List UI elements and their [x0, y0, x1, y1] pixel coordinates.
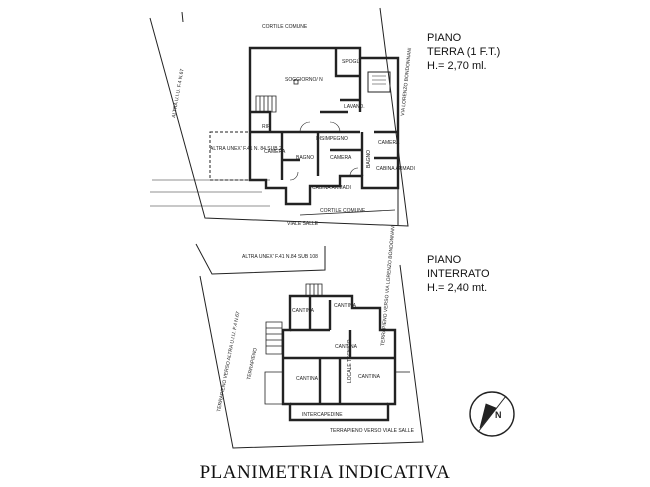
gf-label-rip: RIP.: [262, 124, 271, 130]
gf-label-bedroom-right: CAMERA: [378, 140, 400, 146]
bs-label-technical: LOCALE TECNICO: [347, 339, 353, 383]
bs-stair: [265, 283, 323, 355]
bs-label-earth-left2: TERRAPIENO VERSO ALTRA U.I.U. F.4 N.67: [216, 311, 241, 413]
bs-label-cantina-main: CANTINA: [335, 344, 358, 350]
footer-title: PLANIMETRIA INDICATIVA: [199, 462, 451, 483]
compass-letter: N: [495, 410, 502, 420]
bs-label-cantina-right: CANTINA: [358, 374, 381, 380]
gf-label-other-unit: ALTRA UNEX' F.41 N. 84 SUB.2: [210, 146, 282, 152]
gf-label-courtyard-top: CORTILE COMUNE: [262, 24, 308, 30]
bs-level-name: PIANO: [427, 254, 462, 266]
bs-label-earth-left: TERRAPIENO: [246, 347, 259, 380]
gf-label-storage: SPOGL.: [342, 59, 361, 65]
bs-label-cantina-2: CANTINA: [334, 303, 357, 309]
bs-level-desc: INTERRATO: [427, 268, 490, 280]
gf-stair: [255, 95, 277, 113]
north-arrow-icon: [469, 391, 515, 437]
gf-label-bedroom-left: CAMERA: [264, 149, 286, 155]
bs-label-other-unit: ALTRA UNEX' F.41 N.84 SUB 108: [242, 254, 318, 260]
gf-label-laundry: LAVAND.: [344, 104, 365, 110]
gf-label-courtyard-bottom: CORTILE COMUNE: [320, 208, 366, 214]
bs-label-cantina-left: CANTINA: [296, 376, 319, 382]
gf-label-closet-mid: CABINA ARMADI: [312, 185, 351, 191]
gf-label-bedroom-mid: CAMERA: [330, 155, 352, 161]
bs-lot-boundary: [195, 243, 326, 275]
gf-walls: [248, 46, 400, 206]
bs-label-earth-right: TERRAPIENO VERSO VIA LORENZO BONDONNANI: [380, 225, 397, 346]
gf-adjacent-unit: [209, 131, 251, 181]
gf-label-side-left: ALTRA U.I.U. F.4 N.67: [171, 68, 186, 118]
gf-level-name: PIANO: [427, 32, 462, 44]
bs-label-stairwell: INTERCAPEDINE: [302, 412, 343, 418]
gf-label-disimpegno: DISIMPEGNO: [316, 136, 348, 142]
gf-label-bath-right: BAGNO: [366, 150, 372, 168]
gf-label-bath-left: BAGNO: [296, 155, 314, 161]
gf-label-street: VIALE SALLE: [287, 221, 319, 227]
bs-level-height: H.= 2,40 mt.: [427, 282, 488, 294]
gf-label-living: SOGGIORNO/ N: [285, 77, 323, 83]
gf-level-desc: TERRA (1 F.T.): [427, 46, 501, 58]
gf-level-height: H.= 2,70 ml.: [427, 60, 487, 72]
gf-label-closet-right: CABINA ARMADI: [376, 166, 415, 172]
gf-lot-boundary: [149, 7, 409, 227]
bs-label-cantina-1: CANTINA: [292, 308, 315, 314]
gf-label-side-right: VIA LORENZO BONDONNANI: [400, 47, 413, 116]
bs-walls: [281, 294, 397, 422]
bs-label-earth-bottom: TERRAPIENO VERSO VIALE SALLE: [330, 428, 415, 434]
